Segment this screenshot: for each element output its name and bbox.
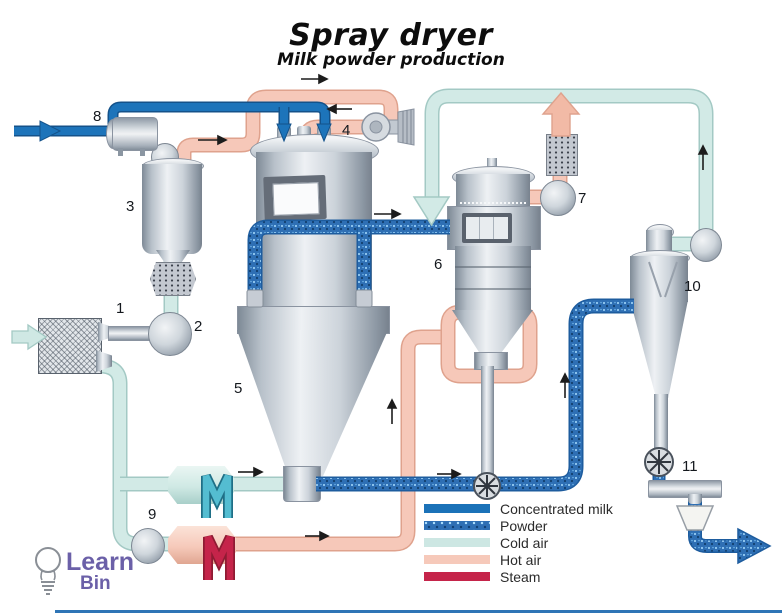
learnbin-logo: Learn Bin <box>26 544 156 604</box>
label-drying-chamber: 5 <box>234 380 243 397</box>
heater-taper <box>156 250 190 264</box>
legend-label: Cold air <box>500 534 549 551</box>
legend-label: Concentrated milk <box>500 500 613 517</box>
milk-drop-arrow <box>276 123 292 143</box>
label-fluidbed-chamber: 6 <box>434 256 443 273</box>
brand-bin: Bin <box>80 573 111 594</box>
flow-arrowhead <box>217 134 228 146</box>
hot-air-exhaust-arrow <box>541 91 581 137</box>
legend-row-steam: Steam <box>424 568 613 585</box>
chamber6-top-fitting <box>487 158 497 170</box>
chamber6-rivets <box>460 202 526 204</box>
milk-pump-8 <box>112 117 158 151</box>
milk-drop-arrow <box>316 123 332 143</box>
legend-swatch-hot-air <box>424 555 490 564</box>
chamber5-outlet <box>283 466 321 502</box>
legend-label: Hot air <box>500 551 542 568</box>
chamber6-groove <box>455 266 531 268</box>
page-subtitle: Milk powder production <box>277 50 505 70</box>
cyclone-outlet-elbow <box>690 228 722 262</box>
chamber6-lower-drum <box>455 246 531 312</box>
label-atomizer: 4 <box>342 122 351 139</box>
label-cyclone: 10 <box>684 278 701 295</box>
atomizer-4 <box>361 108 415 146</box>
cyclone-drop-pipe <box>654 394 668 452</box>
label-air-filter: 1 <box>116 300 125 317</box>
rotary-valve-cyclone <box>644 447 674 477</box>
lightbulb-icon <box>35 547 61 595</box>
cyclone-10-body <box>630 256 688 302</box>
supply-fan-2 <box>148 312 192 356</box>
label-milk-pump: 8 <box>93 108 102 125</box>
packing-outlet-stub <box>688 494 702 504</box>
label-heat-exchangers: 9 <box>148 506 157 523</box>
flow-arrowhead <box>319 530 330 542</box>
flow-arrowhead <box>391 208 402 220</box>
legend-row-powder: Powder <box>424 517 613 534</box>
chamber6-window-pane <box>466 217 508 239</box>
atomizer-nozzle-tip <box>397 108 415 146</box>
nozzle-stripes <box>402 110 412 144</box>
legend-row-hot-air: Hot air <box>424 551 613 568</box>
label-fan: 2 <box>194 318 203 335</box>
pipe-powder-upper-left <box>247 219 450 298</box>
air-filter-1 <box>38 318 102 374</box>
powder-out-arrow <box>737 527 772 565</box>
flow-arrowhead <box>326 103 337 115</box>
flow-arrowhead <box>253 466 264 478</box>
pump-leg <box>140 148 145 156</box>
chamber6-upper-drum <box>456 174 530 210</box>
valve-spokes <box>476 475 498 497</box>
flow-arrowhead <box>559 372 571 383</box>
packing-table-11 <box>648 480 722 498</box>
flow-arrowhead <box>318 73 329 85</box>
valve-spokes <box>647 450 671 474</box>
pump-leg <box>118 148 123 156</box>
cold-air-inlet-arrow <box>11 323 48 351</box>
chamber6-drop-pipe <box>481 366 494 478</box>
powder-pipes <box>247 219 666 492</box>
flange-stub <box>355 289 373 308</box>
air-heater-3 <box>142 164 202 254</box>
label-packing: 11 <box>682 458 698 475</box>
brand-learn: Learn <box>66 548 135 576</box>
legend-swatch-concentrated-milk <box>424 504 490 513</box>
cold-line-elbow-fitting <box>131 528 165 564</box>
legend-label: Steam <box>500 568 541 585</box>
label-exhaust-fan: 7 <box>578 190 587 207</box>
legend: Concentrated milk Powder Cold air Hot ai… <box>424 500 613 585</box>
legend-row-milk: Concentrated milk <box>424 500 613 517</box>
rotary-valve-chamber6 <box>473 472 501 500</box>
milk-pipes <box>14 101 331 137</box>
cyclone-vortex-lines <box>648 261 678 298</box>
pipe-powder-to-cyclone <box>316 298 634 492</box>
legend-swatch-powder <box>424 521 490 530</box>
legend-label: Powder <box>500 517 548 534</box>
atomizer-hub-center <box>369 120 383 134</box>
legend-row-cold-air: Cold air <box>424 534 613 551</box>
cold-air-down-arrow <box>412 196 451 227</box>
label-air-heater: 3 <box>126 198 135 215</box>
powder-dribbles <box>688 498 740 553</box>
flow-arrowhead <box>451 468 462 480</box>
air-damper <box>150 262 196 296</box>
milk-inlet-arrow <box>39 120 62 142</box>
chamber6-groove <box>455 288 531 290</box>
exhaust-fan-7 <box>540 180 576 216</box>
chamber6-window-frame <box>462 213 512 243</box>
bottom-rule <box>55 610 782 613</box>
page-title: Spray dryer <box>289 18 493 53</box>
legend-swatch-steam <box>424 572 490 581</box>
flow-direction-arrows <box>198 73 709 542</box>
legend-swatch-cold-air <box>424 538 490 547</box>
chamber5-flange <box>237 306 390 334</box>
flow-arrowhead <box>697 144 709 155</box>
flow-arrowhead <box>386 398 398 409</box>
packing-funnel <box>675 505 715 531</box>
filter-reducer-bottom <box>96 350 112 372</box>
flange-stub <box>246 289 264 308</box>
hot-air-pipes <box>176 89 568 552</box>
